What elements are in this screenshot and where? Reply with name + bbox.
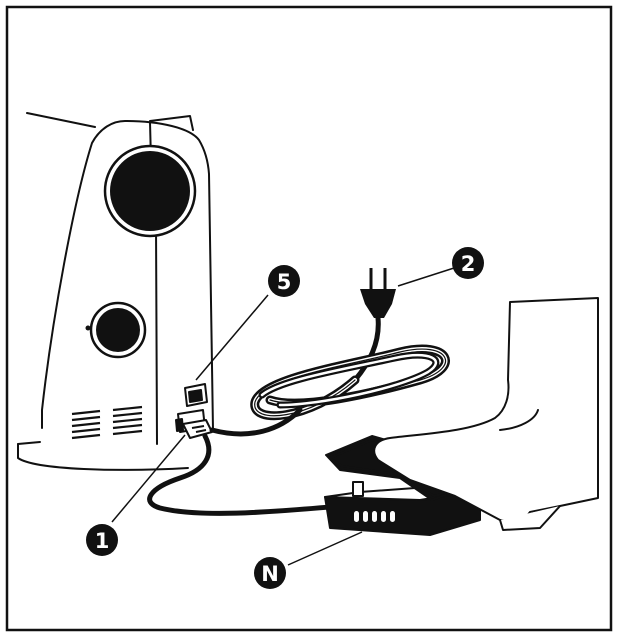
pedal-cord <box>147 433 333 516</box>
shoe <box>373 297 599 531</box>
pedal-vent-slots <box>354 511 395 522</box>
svg-text:2: 2 <box>461 252 476 276</box>
callout-connector: 1 <box>86 524 118 556</box>
ventilation-grille <box>71 405 143 440</box>
callout-leaders <box>111 267 455 566</box>
callout-plug: 2 <box>452 247 484 279</box>
bobbin-winder-knob <box>85 301 147 359</box>
callout-pedal: N <box>254 557 286 589</box>
svg-text:1: 1 <box>95 529 110 553</box>
leader-pedal <box>287 531 363 566</box>
wall-plug <box>360 268 396 318</box>
handwheel <box>103 144 197 238</box>
svg-text:5: 5 <box>277 270 292 294</box>
power-cord <box>209 315 450 437</box>
leader-connector <box>111 434 186 523</box>
svg-text:N: N <box>261 562 279 586</box>
callout-socket: 5 <box>268 265 300 297</box>
leader-plug <box>397 267 455 287</box>
leader-socket <box>195 294 269 381</box>
